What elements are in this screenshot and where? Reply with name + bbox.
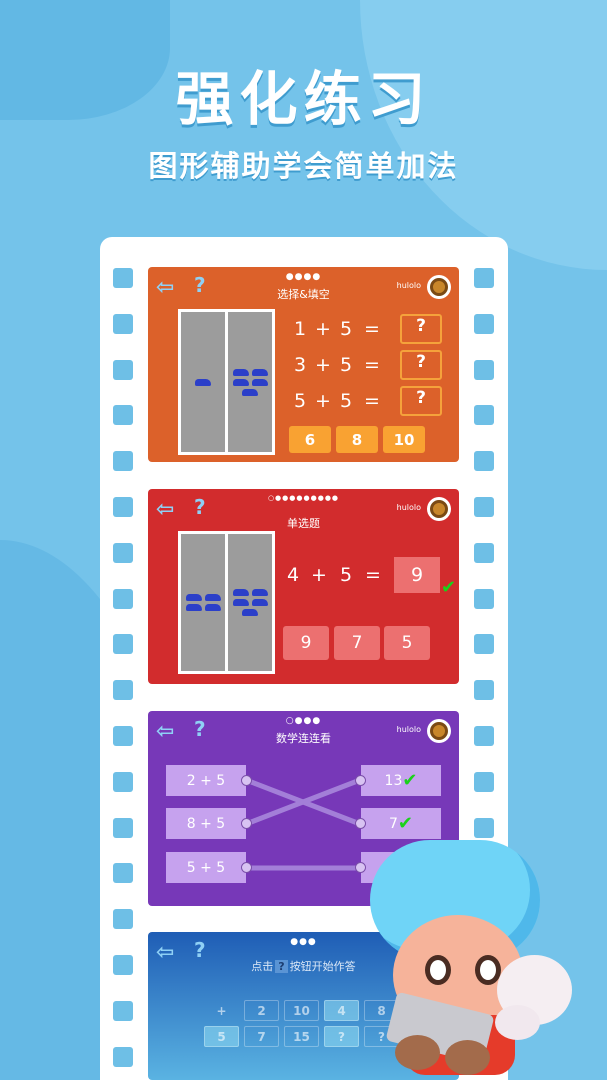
equation: 3+5=? xyxy=(292,350,442,380)
sprocket-hole xyxy=(113,542,133,563)
sprocket-hole xyxy=(474,451,494,472)
connector-dot[interactable] xyxy=(241,775,252,786)
option-button[interactable]: 7 xyxy=(334,626,380,660)
sprocket-hole xyxy=(113,955,133,975)
sprocket-hole xyxy=(113,863,133,884)
progress-dots: ○●●● xyxy=(285,716,322,726)
option-button[interactable]: 6 xyxy=(289,426,331,453)
progress-dots: ○●●●●●●●●● xyxy=(267,494,340,502)
sprocket-hole xyxy=(113,771,133,792)
left-item[interactable]: 5 + 5 xyxy=(166,852,246,883)
brand-label: hulolo xyxy=(396,503,421,512)
back-arrow-icon[interactable]: ⇦ xyxy=(156,275,175,300)
lion-avatar-icon[interactable] xyxy=(427,275,451,299)
grid-cell[interactable]: ? xyxy=(324,1026,359,1047)
sprocket-hole xyxy=(113,588,133,609)
connector-dot[interactable] xyxy=(355,775,366,786)
sprocket-hole xyxy=(474,542,494,563)
option-button[interactable]: 10 xyxy=(383,426,425,453)
left-item[interactable]: 2 + 5 xyxy=(166,765,246,796)
sprocket-hole xyxy=(474,588,494,609)
option-button[interactable]: 5 xyxy=(384,626,430,660)
equation: 1+5=? xyxy=(292,314,442,344)
page-subtitle: 图形辅助学会简单加法 xyxy=(148,149,459,183)
grid-cell[interactable]: 4 xyxy=(324,1000,359,1021)
grid-cell[interactable]: 5 xyxy=(204,1026,239,1047)
grid-cell[interactable]: 10 xyxy=(284,1000,319,1021)
back-arrow-icon[interactable]: ⇦ xyxy=(156,940,175,965)
grid-cell[interactable]: 2 xyxy=(244,1000,279,1021)
lion-avatar-icon[interactable] xyxy=(427,497,451,521)
progress-dots: ●●●● xyxy=(285,272,322,282)
sprocket-hole xyxy=(113,909,133,930)
connector-dot[interactable] xyxy=(241,862,252,873)
back-arrow-icon[interactable]: ⇦ xyxy=(156,719,175,744)
brand-label: hulolo xyxy=(396,725,421,734)
match-lines xyxy=(245,777,361,871)
sprocket-hole xyxy=(474,359,494,380)
connector-dot[interactable] xyxy=(355,818,366,829)
answer-box: 9 xyxy=(394,557,440,593)
answer-box[interactable]: ? xyxy=(400,350,442,380)
sprocket-hole xyxy=(474,726,494,746)
page-title: 强化练习 xyxy=(175,65,432,133)
mascot-character xyxy=(365,835,605,1080)
sprocket-hole xyxy=(113,634,133,655)
sprocket-hole xyxy=(113,817,133,838)
lion-avatar-icon[interactable] xyxy=(427,719,451,743)
sprocket-hole xyxy=(474,771,494,792)
equation: 4+5= 9 xyxy=(284,557,440,593)
car-picture xyxy=(178,309,275,455)
check-icon: ✔ xyxy=(441,577,457,598)
sprocket-hole xyxy=(113,405,133,426)
connector-dot[interactable] xyxy=(355,862,366,873)
sprocket-hole xyxy=(113,313,133,334)
connector-dot[interactable] xyxy=(241,818,252,829)
option-button[interactable]: 9 xyxy=(283,626,329,660)
sprocket-hole xyxy=(113,497,133,517)
sprocket-hole xyxy=(113,451,133,472)
grid-cell[interactable]: 15 xyxy=(284,1026,319,1047)
progress-dots: ●●● xyxy=(290,937,317,947)
help-icon[interactable]: ? xyxy=(194,938,206,962)
right-item[interactable]: 7✔ xyxy=(361,808,441,839)
sprocket-hole xyxy=(113,680,133,701)
sprocket-hole xyxy=(474,268,494,288)
check-icon: ✔ xyxy=(402,770,418,791)
sprocket-hole xyxy=(113,268,133,288)
left-item[interactable]: 8 + 5 xyxy=(166,808,246,839)
help-icon[interactable]: ? xyxy=(194,717,206,741)
grid-cell[interactable]: 7 xyxy=(244,1026,279,1047)
answer-box[interactable]: ? xyxy=(400,314,442,344)
help-icon[interactable]: ? xyxy=(194,495,206,519)
back-arrow-icon[interactable]: ⇦ xyxy=(156,497,175,522)
sprocket-hole xyxy=(474,817,494,838)
card-title: 选择&填空 xyxy=(277,288,330,301)
sprocket-hole xyxy=(113,1046,133,1067)
card-single-choice: ⇦ ? ○●●●●●●●●● 单选题 hulolo 4+5= 9 ✔ 9 7 5 xyxy=(148,489,459,684)
sprocket-hole xyxy=(474,405,494,426)
sprocket-hole xyxy=(474,497,494,517)
brand-label: hulolo xyxy=(396,281,421,290)
equation: 5+5=? xyxy=(292,386,442,416)
answer-box[interactable]: ? xyxy=(400,386,442,416)
card-title: 数学连连看 xyxy=(276,732,331,745)
sprocket-hole xyxy=(113,1000,133,1021)
sprocket-hole xyxy=(474,313,494,334)
card-choice-fill: ⇦ ? ●●●● 选择&填空 hulolo 1+5=?3+5=?5+5=? 6 … xyxy=(148,267,459,462)
help-icon[interactable]: ? xyxy=(194,273,206,297)
car-picture xyxy=(178,531,275,674)
sprocket-hole xyxy=(474,680,494,701)
check-icon: ✔ xyxy=(397,813,413,834)
card-title: 单选题 xyxy=(287,517,320,530)
option-button[interactable]: 8 xyxy=(336,426,378,453)
sprocket-hole xyxy=(113,359,133,380)
card-title: 点击?按钮开始作答 xyxy=(251,960,356,973)
right-item[interactable]: 13✔ xyxy=(361,765,441,796)
sprocket-hole xyxy=(474,634,494,655)
grid-cell[interactable]: + xyxy=(216,1003,227,1018)
sprocket-hole xyxy=(113,726,133,746)
